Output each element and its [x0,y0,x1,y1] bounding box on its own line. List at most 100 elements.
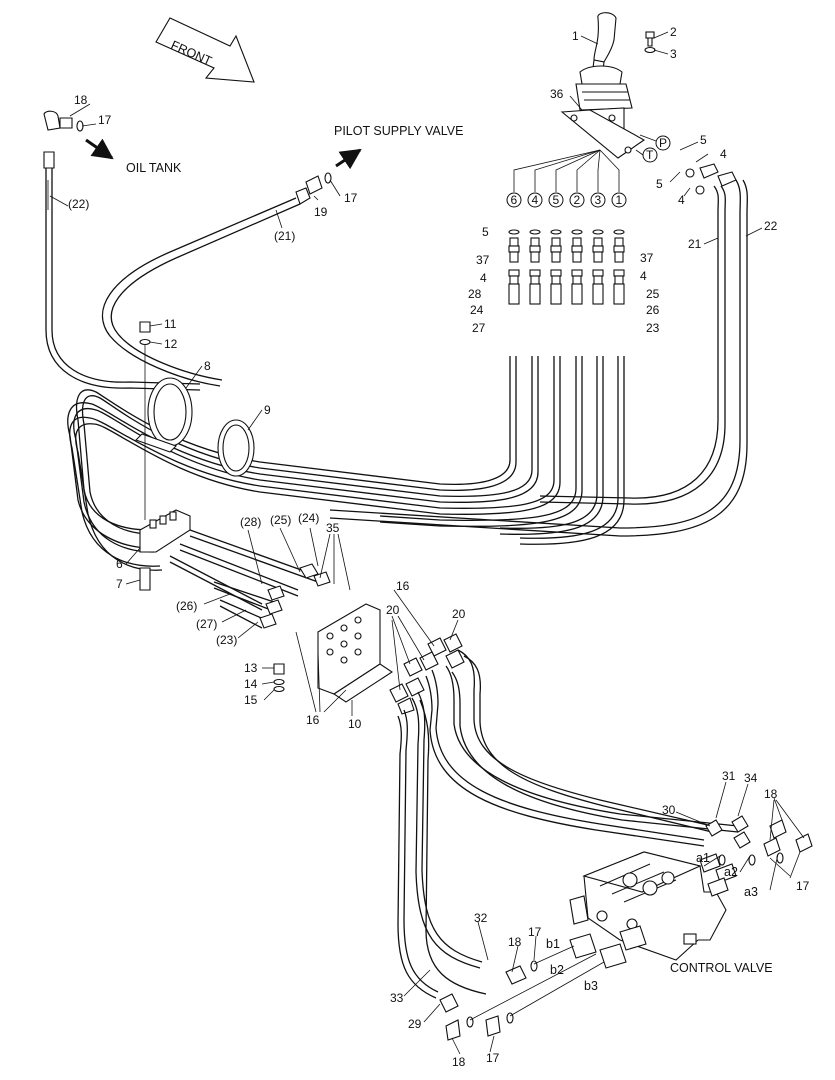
port-fitting [551,251,561,263]
part-num-27-ref: (27) [196,617,217,631]
part-num-26: 26 [646,303,660,317]
port-p-symbol [655,135,671,151]
part-num-17: 17 [98,113,112,127]
port-number-text: 6 [511,193,518,207]
part-num-17: 17 [486,1051,500,1065]
port-fitting [550,283,562,305]
port-leader [599,149,620,192]
port-fitting [592,229,604,235]
part-num-20: 20 [452,607,466,621]
port-fitting [530,237,540,247]
port-fitting [572,237,582,247]
port-fitting [529,245,541,253]
port-fitting [593,237,603,247]
part-num-14: 14 [244,677,258,691]
part-num-15: 15 [244,693,258,707]
part-num-5: 5 [482,225,489,239]
part-num-16: 16 [396,579,410,593]
part-num-4: 4 [640,269,647,283]
hose-pilot-supply [101,172,332,387]
port-column: 1 [599,149,627,305]
port-a3-label: a3 [744,885,758,899]
port-leader [555,149,601,192]
port-fitting [551,237,561,247]
part-num-32: 32 [474,911,488,925]
part-num-36: 36 [550,87,564,101]
part-num-18: 18 [452,1055,466,1069]
fittings-b-ports [439,945,605,1041]
hoses-to-control-valve [397,649,739,999]
port-fitting [529,283,541,305]
port-number-circle [569,192,585,208]
part-num-8: 8 [204,359,211,373]
leader-lines [49,31,805,1055]
part-num-26-ref: (26) [176,599,197,613]
port-fitting [508,283,520,305]
main-hose-bundle [67,356,625,571]
port-fitting [614,275,624,285]
part-num-12: 12 [164,337,178,351]
part-number-labels: 1 2 3 36 5 5 4 4 22 21 5 37 37 4 4 28 24… [68,25,810,1069]
control-valve [569,851,737,969]
port-fitting [613,283,625,305]
part-num-23-ref: (23) [216,633,237,647]
clamp-9 [217,419,255,477]
port-fitting [613,269,625,277]
part-num-31: 31 [722,769,736,783]
part-num-21-ref: (21) [274,229,295,243]
port-leader [513,149,601,192]
port-fitting [572,275,582,285]
bracket-10 [273,603,393,703]
port-fitting [613,245,625,253]
port-fitting [614,237,624,247]
port-fitting [593,251,603,263]
part-num-17: 17 [344,191,358,205]
port-number-text: 5 [553,193,560,207]
part-num-13: 13 [244,661,258,675]
part-num-24-ref: (24) [298,511,319,525]
joystick-assembly: P T [560,12,671,163]
hoses-to-bracket [169,529,331,629]
part-num-29: 29 [408,1017,422,1031]
port-fitting [508,269,520,277]
part-num-16: 16 [306,713,320,727]
port-leader [597,149,601,192]
part-num-34: 34 [744,771,758,785]
part-num-23: 23 [646,321,660,335]
port-fitting [613,229,625,235]
part-num-30: 30 [662,803,676,817]
front-arrow: FRONT [155,17,255,83]
port-number-circle [611,192,627,208]
port-column: 3 [590,149,606,305]
hose-21-22 [329,163,748,537]
part-num-24: 24 [470,303,484,317]
port-b2-label: b2 [550,963,564,977]
part-num-7: 7 [116,577,123,591]
part-num-25-ref: (25) [270,513,291,527]
svg-text:T: T [646,148,654,162]
part-num-33: 33 [390,991,404,1005]
port-fitting [572,251,582,263]
port-fitting [509,251,519,263]
part-num-22-ref: (22) [68,197,89,211]
part-num-4: 4 [678,193,685,207]
port-number-text: 4 [532,193,539,207]
part-num-11: 11 [164,317,177,331]
part-num-21: 21 [688,237,702,251]
part-num-18: 18 [74,93,88,107]
port-column: 2 [569,149,601,305]
arrow-oil-tank [85,138,114,160]
port-column: 6 [506,149,601,305]
port-column: 5 [548,149,601,305]
port-fitting [529,269,541,277]
port-fitting [550,245,562,253]
part-num-5: 5 [656,177,663,191]
control-valve-label: CONTROL VALVE [670,961,773,975]
part-num-3: 3 [670,47,677,61]
svg-text:P: P [659,136,667,150]
part-num-19: 19 [314,205,328,219]
part-num-20: 20 [386,603,400,617]
part-num-22: 22 [764,219,778,233]
port-fitting [614,251,624,263]
port-fitting [571,245,583,253]
